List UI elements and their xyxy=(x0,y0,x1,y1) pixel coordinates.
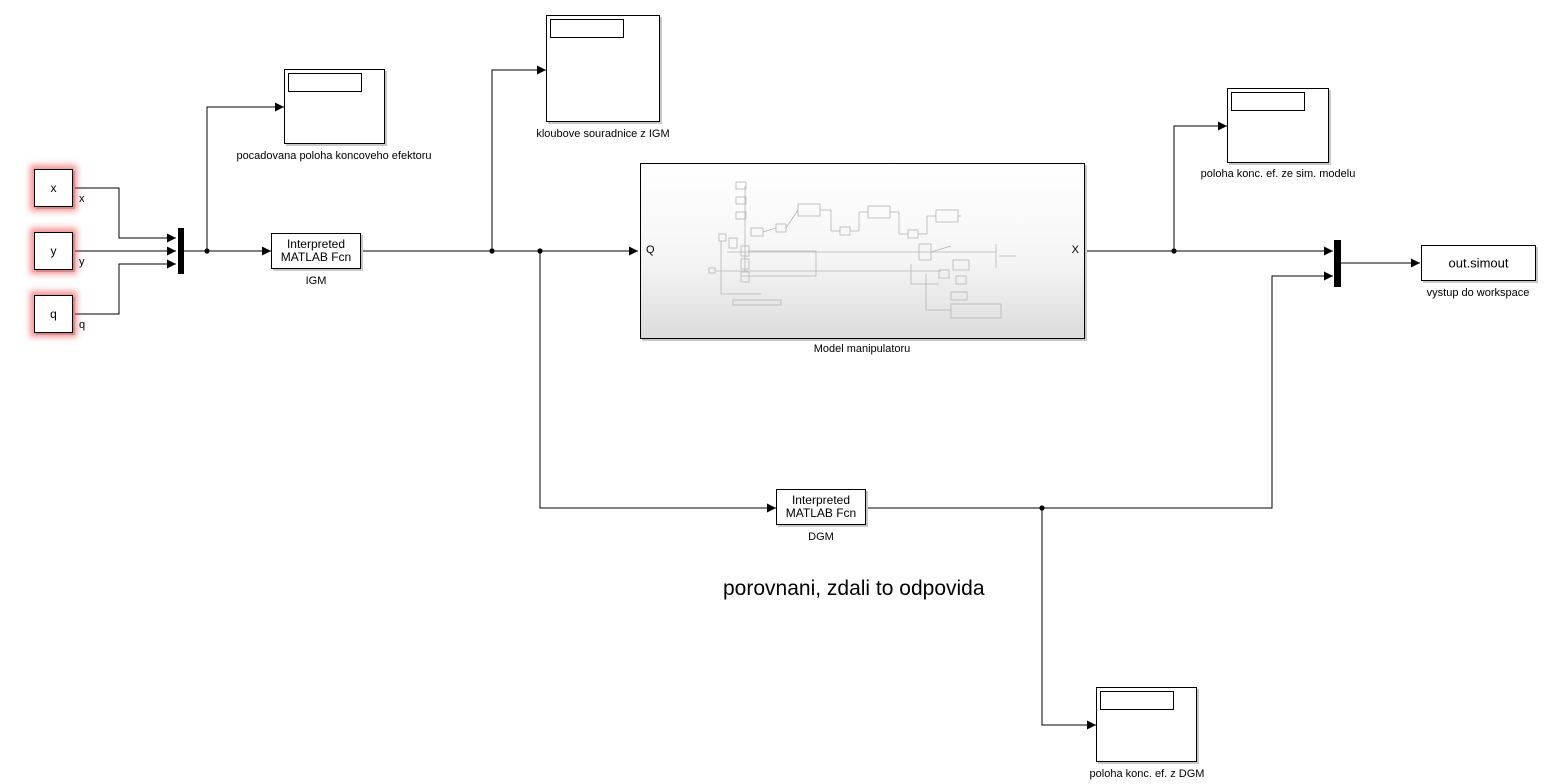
subsystem-preview xyxy=(708,181,1016,319)
inport-y[interactable]: y xyxy=(34,232,73,270)
line-x-to-mux xyxy=(73,187,176,243)
line-branch-to-dgm-scope xyxy=(1041,508,1096,730)
dgm-text-line1: Interpreted xyxy=(791,493,851,507)
scope-screen xyxy=(288,73,362,92)
scope-joint-coordinates[interactable] xyxy=(546,15,660,122)
line-branch-to-dgm xyxy=(539,251,776,513)
scope-joint-coordinates-label: kloubove souradnice z IGM xyxy=(536,128,670,140)
inport-q[interactable]: q xyxy=(34,295,73,333)
dgm-block-name: DGM xyxy=(808,531,834,543)
inport-y-label: y xyxy=(50,244,57,258)
branch-point xyxy=(204,248,210,254)
to-workspace-block[interactable]: out.simout xyxy=(1421,245,1536,281)
signal-label-y: y xyxy=(79,256,85,268)
scope-desired-position[interactable] xyxy=(284,69,385,144)
scope-screen xyxy=(1100,691,1174,710)
workspace-variable: out.simout xyxy=(1448,255,1509,271)
inport-x[interactable]: x xyxy=(34,169,73,207)
inport-q-label: q xyxy=(50,307,57,321)
to-workspace-label: vystup do workspace xyxy=(1426,287,1530,299)
branch-point xyxy=(537,248,543,254)
branch-point xyxy=(1171,248,1177,254)
dgm-function-block[interactable]: Interpreted MATLAB Fcn xyxy=(776,489,866,525)
branch-point xyxy=(489,248,495,254)
model-input-port-label: Q xyxy=(646,244,655,256)
igm-function-block[interactable]: Interpreted MATLAB Fcn xyxy=(271,233,361,269)
line-branch-to-sim-scope xyxy=(1173,121,1227,251)
output-mux[interactable] xyxy=(1334,240,1341,287)
line-branch-to-desired-scope xyxy=(206,102,284,251)
scope-sim-model-label: poloha konc. ef. ze sim. modelu xyxy=(1200,168,1356,180)
line-dgm-to-mux xyxy=(866,271,1333,509)
igm-block-name: IGM xyxy=(305,275,327,287)
line-branch-to-joint-scope xyxy=(491,65,546,251)
igm-text-line2: MATLAB Fcn xyxy=(280,250,352,264)
scope-screen xyxy=(1231,92,1305,111)
scope-dgm-label: poloha konc. ef. z DGM xyxy=(1089,768,1205,780)
model-output-port-label: X xyxy=(1071,244,1079,256)
dgm-text-line2: MATLAB Fcn xyxy=(785,506,857,520)
annotation-text: porovnani, zdali to odpovida xyxy=(723,577,985,600)
signal-label-x: x xyxy=(79,193,85,205)
line-q-to-mux xyxy=(73,259,176,315)
model-subsystem[interactable]: Q X xyxy=(640,163,1085,339)
inport-x-label: x xyxy=(50,181,57,195)
branch-point xyxy=(1039,505,1045,511)
scope-screen xyxy=(550,19,624,38)
model-subsystem-name: Model manipulatoru xyxy=(813,343,911,355)
igm-text-line1: Interpreted xyxy=(286,237,346,251)
scope-desired-position-label: pocadovana poloha koncoveho efektoru xyxy=(236,150,432,162)
input-mux[interactable] xyxy=(178,228,184,274)
scope-sim-model[interactable] xyxy=(1227,88,1329,163)
signal-label-q: q xyxy=(79,319,86,331)
scope-dgm[interactable] xyxy=(1096,687,1197,762)
